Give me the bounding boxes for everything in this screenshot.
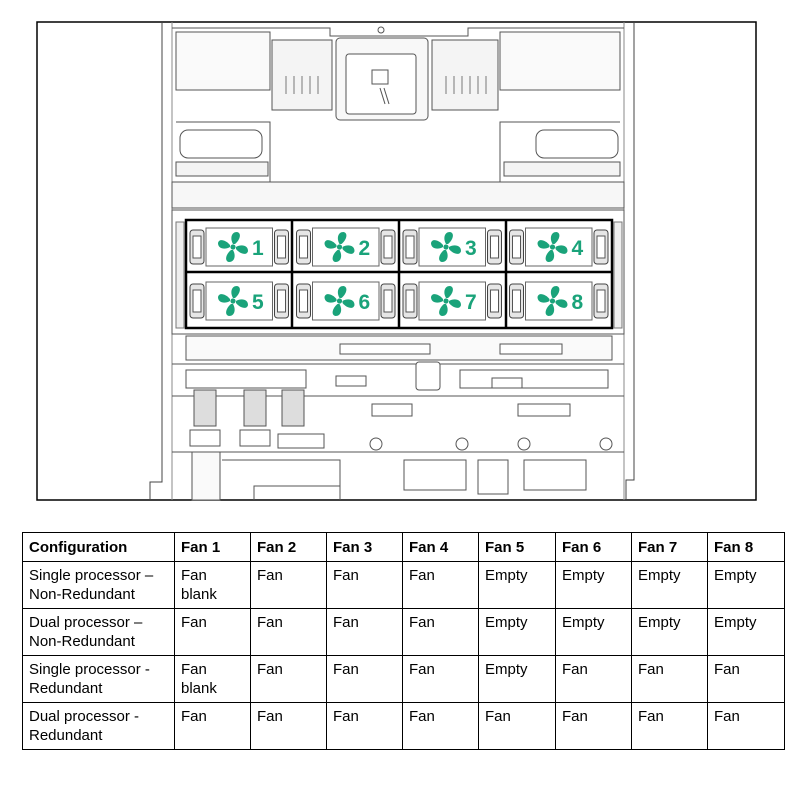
fan-bays: 1 2 3 4 5 6 7 8 bbox=[189, 227, 609, 321]
header-fan-6: Fan 6 bbox=[555, 532, 632, 562]
table-cell: Fan bbox=[402, 655, 479, 703]
header-configuration: Configuration bbox=[22, 532, 175, 562]
table-cell: Empty bbox=[707, 608, 785, 656]
header-fan-1: Fan 1 bbox=[174, 532, 251, 562]
table-cell-configuration: Single processor - Redundant bbox=[22, 655, 175, 703]
fan-bay-number: 5 bbox=[252, 291, 264, 314]
table-cell: Fan bbox=[326, 561, 403, 609]
table-cell: Fan blank bbox=[174, 561, 251, 609]
table-cell: Empty bbox=[707, 561, 785, 609]
fan-bay-number: 7 bbox=[465, 291, 477, 314]
table-cell: Fan bbox=[326, 608, 403, 656]
table-cell: Empty bbox=[555, 608, 632, 656]
table-row: Single processor - Redundant Fan blank F… bbox=[22, 655, 785, 703]
header-fan-8: Fan 8 bbox=[707, 532, 785, 562]
fan-bay-2: 2 bbox=[296, 227, 396, 267]
table-cell: Empty bbox=[478, 561, 556, 609]
table-cell: Fan bbox=[707, 702, 785, 750]
table-cell: Fan bbox=[326, 702, 403, 750]
fan-bay-number: 1 bbox=[252, 237, 264, 260]
table-cell: Fan bbox=[250, 561, 327, 609]
table-cell: Empty bbox=[631, 561, 708, 609]
header-fan-2: Fan 2 bbox=[250, 532, 327, 562]
table-cell: Empty bbox=[478, 608, 556, 656]
fan-bay-number: 6 bbox=[359, 291, 371, 314]
air-baffle bbox=[171, 26, 625, 209]
table-cell-configuration: Dual processor - Redundant bbox=[22, 702, 175, 750]
fan-bay-7: 7 bbox=[402, 281, 502, 321]
table-cell: Fan bbox=[326, 655, 403, 703]
fan-bay-4: 4 bbox=[509, 227, 609, 267]
fan-bay-number: 4 bbox=[572, 237, 584, 260]
table-cell: Fan bbox=[631, 655, 708, 703]
fan-bay-number: 3 bbox=[465, 237, 477, 260]
fan-bay-8: 8 bbox=[509, 281, 609, 321]
table-row: Single processor – Non-Redundant Fan bla… bbox=[22, 561, 785, 609]
table-header-row: Configuration Fan 1 Fan 2 Fan 3 Fan 4 Fa… bbox=[22, 532, 785, 562]
fan-bay-1: 1 bbox=[189, 227, 289, 267]
table-cell: Fan bbox=[555, 702, 632, 750]
server-chassis-diagram: 1 2 3 4 5 6 7 8 bbox=[36, 21, 757, 501]
table-cell-configuration: Single processor – Non-Redundant bbox=[22, 561, 175, 609]
system-board bbox=[172, 335, 624, 501]
fan-bay-6: 6 bbox=[296, 281, 396, 321]
fan-bay-3: 3 bbox=[402, 227, 502, 267]
table-cell: Empty bbox=[478, 655, 556, 703]
fan-bay-number: 8 bbox=[572, 291, 584, 314]
table-row: Dual processor - Redundant Fan Fan Fan F… bbox=[22, 702, 785, 750]
table-cell-configuration: Dual processor – Non-Redundant bbox=[22, 608, 175, 656]
fan-configuration-table: Configuration Fan 1 Fan 2 Fan 3 Fan 4 Fa… bbox=[22, 532, 785, 750]
table-cell: Fan bbox=[402, 608, 479, 656]
fan-bay-number: 2 bbox=[359, 237, 371, 260]
table-cell: Fan bbox=[478, 702, 556, 750]
table-cell: Fan bbox=[402, 561, 479, 609]
header-fan-7: Fan 7 bbox=[631, 532, 708, 562]
table-cell: Empty bbox=[555, 561, 632, 609]
table-cell: Fan bbox=[707, 655, 785, 703]
table-cell: Fan blank bbox=[174, 655, 251, 703]
table-cell: Fan bbox=[631, 702, 708, 750]
table-cell: Fan bbox=[174, 608, 251, 656]
table-cell: Fan bbox=[174, 702, 251, 750]
header-fan-4: Fan 4 bbox=[402, 532, 479, 562]
table-cell: Fan bbox=[402, 702, 479, 750]
fan-bay-5: 5 bbox=[189, 281, 289, 321]
header-fan-3: Fan 3 bbox=[326, 532, 403, 562]
header-fan-5: Fan 5 bbox=[478, 532, 556, 562]
table-row: Dual processor – Non-Redundant Fan Fan F… bbox=[22, 608, 785, 656]
table-cell: Fan bbox=[250, 608, 327, 656]
table-cell: Fan bbox=[250, 655, 327, 703]
table-cell: Fan bbox=[555, 655, 632, 703]
table-cell: Empty bbox=[631, 608, 708, 656]
table-cell: Fan bbox=[250, 702, 327, 750]
